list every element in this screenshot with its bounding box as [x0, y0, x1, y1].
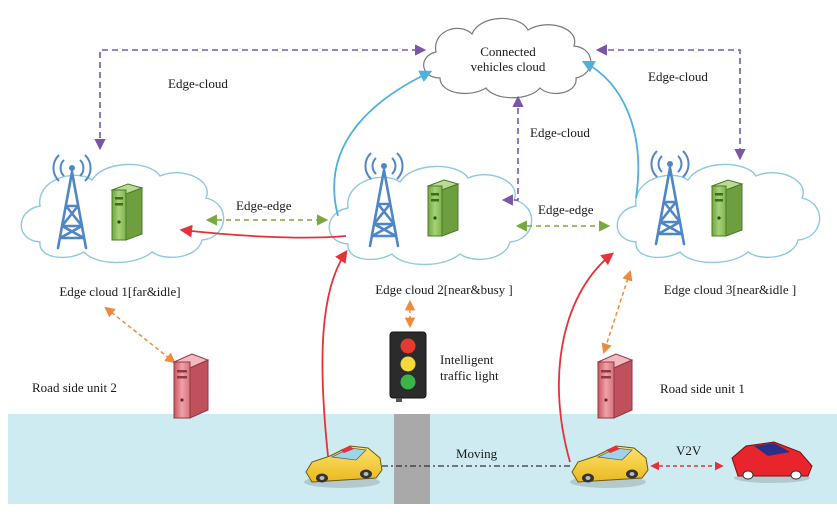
cloud-title-line2: vehicles cloud — [471, 59, 546, 74]
server-icon-3 — [711, 179, 743, 237]
rsu-left-label: Road side unit 2 — [32, 380, 117, 395]
server-icon-2 — [427, 179, 459, 237]
edge-edge-label-right: Edge-edge — [538, 202, 594, 217]
edge-cloud-label-mid: Edge-cloud — [530, 125, 590, 140]
edge-cloud-3-label: Edge cloud 3[near&idle ] — [664, 282, 796, 297]
road-side-unit-icon-2 — [173, 353, 209, 419]
vehicle-red-car — [731, 441, 813, 483]
edge-cloud-label-right: Edge-cloud — [648, 69, 708, 84]
traffic-light-label-line1: Intelligent — [440, 352, 494, 367]
traffic-light-label-line2: traffic light — [440, 368, 499, 383]
edge-cloud-2-label: Edge cloud 2[near&busy ] — [375, 282, 513, 297]
moving-label: Moving — [456, 446, 498, 461]
server-icon-1 — [111, 183, 143, 241]
v2v-label: V2V — [676, 443, 702, 458]
uplink-edge2-to-cloud — [333, 70, 433, 217]
rsu1-link — [601, 270, 633, 354]
offload-edge2-to-edge1 — [179, 224, 347, 239]
uplink-edge3-to-cloud — [581, 60, 640, 199]
road-side-unit-icon-1 — [597, 353, 633, 419]
edge-cloud-label-left: Edge-cloud — [168, 76, 228, 91]
rsu-right-label: Road side unit 1 — [660, 381, 745, 396]
edge-cloud-link-mid — [501, 95, 524, 206]
crosswalk — [394, 414, 430, 504]
traffic-light-icon — [389, 331, 427, 402]
vehicle2-to-edge3 — [558, 252, 614, 463]
rsu2-link — [104, 306, 176, 364]
edge-edge-label-left: Edge-edge — [236, 198, 292, 213]
cloud-title-line1: Connected — [480, 44, 536, 59]
edge-cloud-link-left — [94, 44, 427, 151]
edge-cloud-link-right — [595, 44, 746, 161]
vehicle1-to-edge2 — [321, 249, 348, 457]
edge-cloud-1-label: Edge cloud 1[far&idle] — [59, 284, 180, 299]
connected-vehicles-cloud: Connected vehicles cloud — [423, 17, 592, 99]
